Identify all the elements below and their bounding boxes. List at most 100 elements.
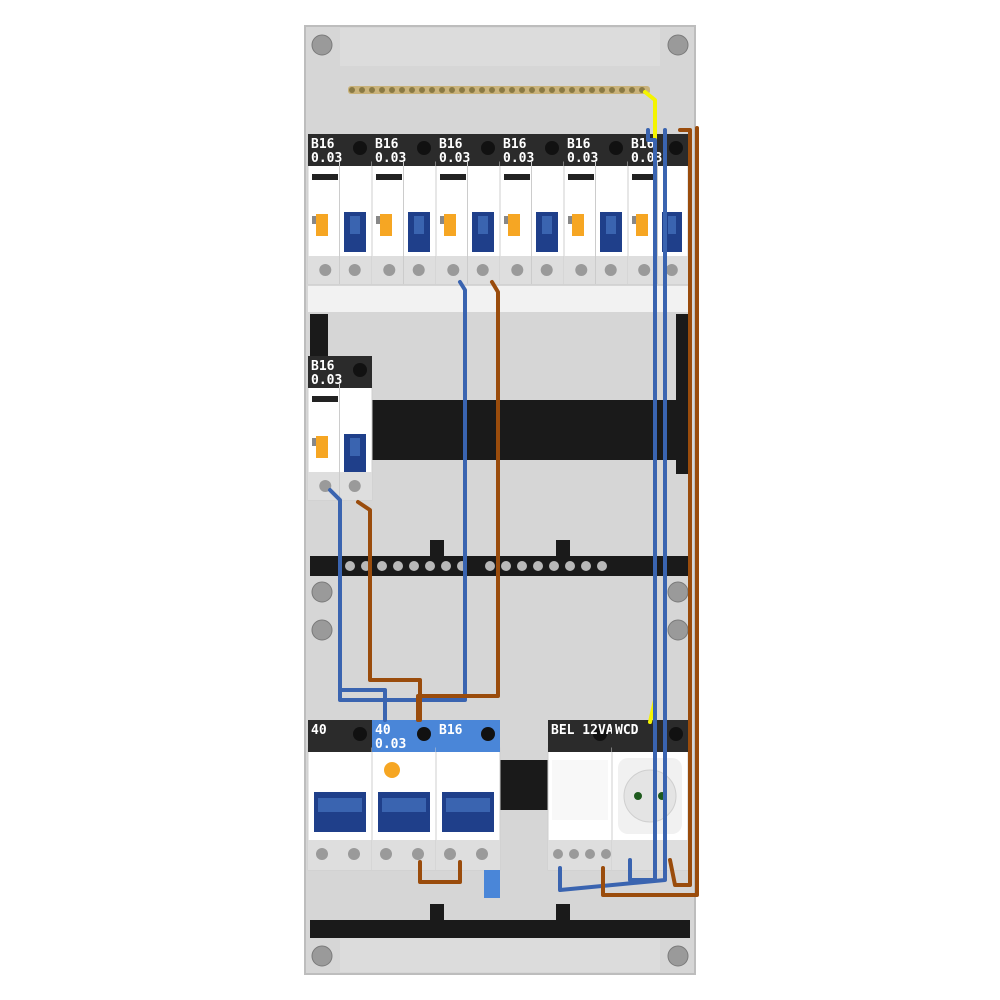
toggle-lever-handle[interactable] (668, 216, 676, 234)
terminal-screw-icon (319, 264, 332, 276)
wire-brown-4 (601, 126, 699, 897)
terminal-screw (377, 561, 387, 571)
busbar-screw (399, 87, 405, 93)
terminal-screw (565, 561, 575, 571)
busbar-screw (369, 87, 375, 93)
test-button[interactable] (636, 214, 648, 236)
wire-brown-5 (418, 860, 462, 884)
test-button[interactable] (508, 214, 520, 236)
terminal-screw (517, 561, 527, 571)
pole-divider (595, 162, 596, 284)
terminal-screw (345, 561, 355, 571)
header-screw-icon (353, 727, 367, 741)
terminal-screw-icon (569, 849, 579, 859)
busbar-screw (419, 87, 425, 93)
toggle-lever-handle[interactable] (446, 798, 490, 812)
terminal-screw-icon (348, 480, 361, 492)
terminal-screw (549, 561, 559, 571)
device-rating: 40 (375, 723, 391, 738)
test-button[interactable] (316, 436, 328, 458)
header-screw-icon (481, 727, 495, 741)
bolt-icon (667, 619, 689, 641)
busbar-screw (569, 87, 575, 93)
device-rating: WCD (615, 723, 639, 738)
terminal-screw-icon (540, 264, 553, 276)
device-rating: 40 (311, 723, 327, 738)
brand-strip (440, 174, 466, 180)
terminal-screw-icon (444, 848, 456, 860)
socket-pin (634, 792, 642, 800)
terminal-screw (409, 561, 419, 571)
din-rail-bottom (310, 920, 690, 938)
terminal-screw-icon (604, 264, 617, 276)
header-screw-icon (669, 727, 683, 741)
bottom-rail-post-1 (430, 904, 444, 922)
socket-icon: WCD (611, 720, 689, 871)
pole-divider (531, 162, 532, 284)
transformer-face (552, 760, 608, 820)
terminal-screw-icon (412, 264, 425, 276)
device-sensitivity: 0.03 (503, 151, 534, 166)
busbar-screw (539, 87, 545, 93)
test-button[interactable] (316, 214, 328, 236)
busbar-screw (599, 87, 605, 93)
test-button[interactable] (384, 762, 400, 778)
brand-strip (504, 174, 530, 180)
header-screw-icon (417, 727, 431, 741)
terminal-screw-icon (511, 264, 524, 276)
bottom-cover (340, 938, 660, 972)
din-rail-middle-right (676, 314, 690, 474)
toggle-lever-handle[interactable] (542, 216, 552, 234)
brand-strip (632, 174, 656, 180)
toggle-lever-handle[interactable] (350, 438, 360, 456)
busbar-screw (499, 87, 505, 93)
terminal-screw (597, 561, 607, 571)
terminal-screws (345, 561, 607, 571)
bolt-icon (311, 581, 333, 603)
test-button[interactable] (572, 214, 584, 236)
pole-divider (403, 162, 404, 284)
device-sensitivity: 0.03 (567, 151, 598, 166)
toggle-lever-handle[interactable] (382, 798, 426, 812)
test-button[interactable] (380, 214, 392, 236)
header-screw-icon (417, 141, 431, 155)
device-rating: B16 (439, 723, 463, 738)
header-screw-icon (609, 141, 623, 155)
brand-strip (312, 396, 338, 402)
terminal-screw (533, 561, 543, 571)
terminal-screw-icon (383, 264, 396, 276)
busbar-screw (489, 87, 495, 93)
toggle-lever-handle[interactable] (606, 216, 616, 234)
terminal-screw-icon (447, 264, 460, 276)
rcd-icon: 400.03 (371, 720, 437, 871)
terminal-screw (425, 561, 435, 571)
terminal-screw-icon (380, 848, 392, 860)
test-button[interactable] (444, 214, 456, 236)
busbar-screw (359, 87, 365, 93)
busbar-screw (549, 87, 555, 93)
bolt-icon (311, 34, 333, 56)
blue-bridge-bar (484, 870, 500, 898)
top-cover (340, 28, 660, 66)
header-screw-icon (353, 363, 367, 377)
toggle-lever-handle[interactable] (318, 798, 362, 812)
terminal-strip (612, 840, 688, 870)
busbar-screw (409, 87, 415, 93)
busbar-screw (459, 87, 465, 93)
terminal-screw-icon (601, 849, 611, 859)
busbar-screw (579, 87, 585, 93)
toggle-lever-handle[interactable] (350, 216, 360, 234)
toggle-lever-handle[interactable] (478, 216, 488, 234)
busbar-screw (609, 87, 615, 93)
mount-bolts (311, 34, 689, 967)
pole-divider (657, 162, 658, 284)
terminal-screw-icon (665, 264, 678, 276)
busbar-screw (449, 87, 455, 93)
toggle-lever-handle[interactable] (414, 216, 424, 234)
terminal-screw-icon (316, 848, 328, 860)
header-screw-icon (593, 727, 607, 741)
